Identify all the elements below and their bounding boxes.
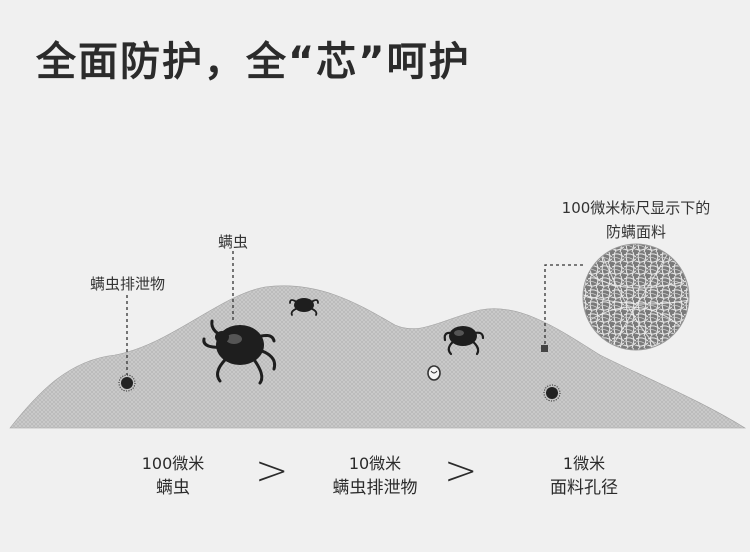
fabric-callout-line xyxy=(544,264,584,350)
greater-than-separator: > xyxy=(255,448,289,494)
compare-item-mite: 100微米 螨虫 xyxy=(103,452,243,500)
small-mite-icon xyxy=(289,298,319,316)
compare-subject: 螨虫 xyxy=(156,478,190,498)
egg-particle-icon xyxy=(427,365,441,381)
mountain-shape xyxy=(9,285,747,429)
compare-size: 10微米 xyxy=(348,454,402,473)
compare-subject: 面料孔径 xyxy=(550,478,618,498)
mite-label: 螨虫 xyxy=(217,233,248,251)
fabric-caption-line2: 防螨面料 xyxy=(605,223,666,241)
greater-than-separator: > xyxy=(444,448,478,494)
compare-size: 100微米 xyxy=(141,454,205,473)
compare-subject: 螨虫排泄物 xyxy=(332,478,418,498)
page-title: 全面防护，全“芯”呵护 xyxy=(36,39,471,85)
waste-particle-icon xyxy=(118,374,136,392)
compare-size: 1微米 xyxy=(562,454,606,473)
mite-waste-label: 螨虫排泄物 xyxy=(89,275,165,293)
waste-particle-icon-2 xyxy=(543,384,561,402)
compare-item-fabric: 1微米 面料孔径 xyxy=(514,452,654,500)
fabric-magnified-icon xyxy=(582,243,690,351)
right-mite-icon xyxy=(443,326,485,356)
mite-icon xyxy=(202,319,277,385)
compare-item-waste: 10微米 螨虫排泄物 xyxy=(305,452,445,500)
fabric-caption-line1: 100微米标尺显示下的 xyxy=(561,199,711,217)
